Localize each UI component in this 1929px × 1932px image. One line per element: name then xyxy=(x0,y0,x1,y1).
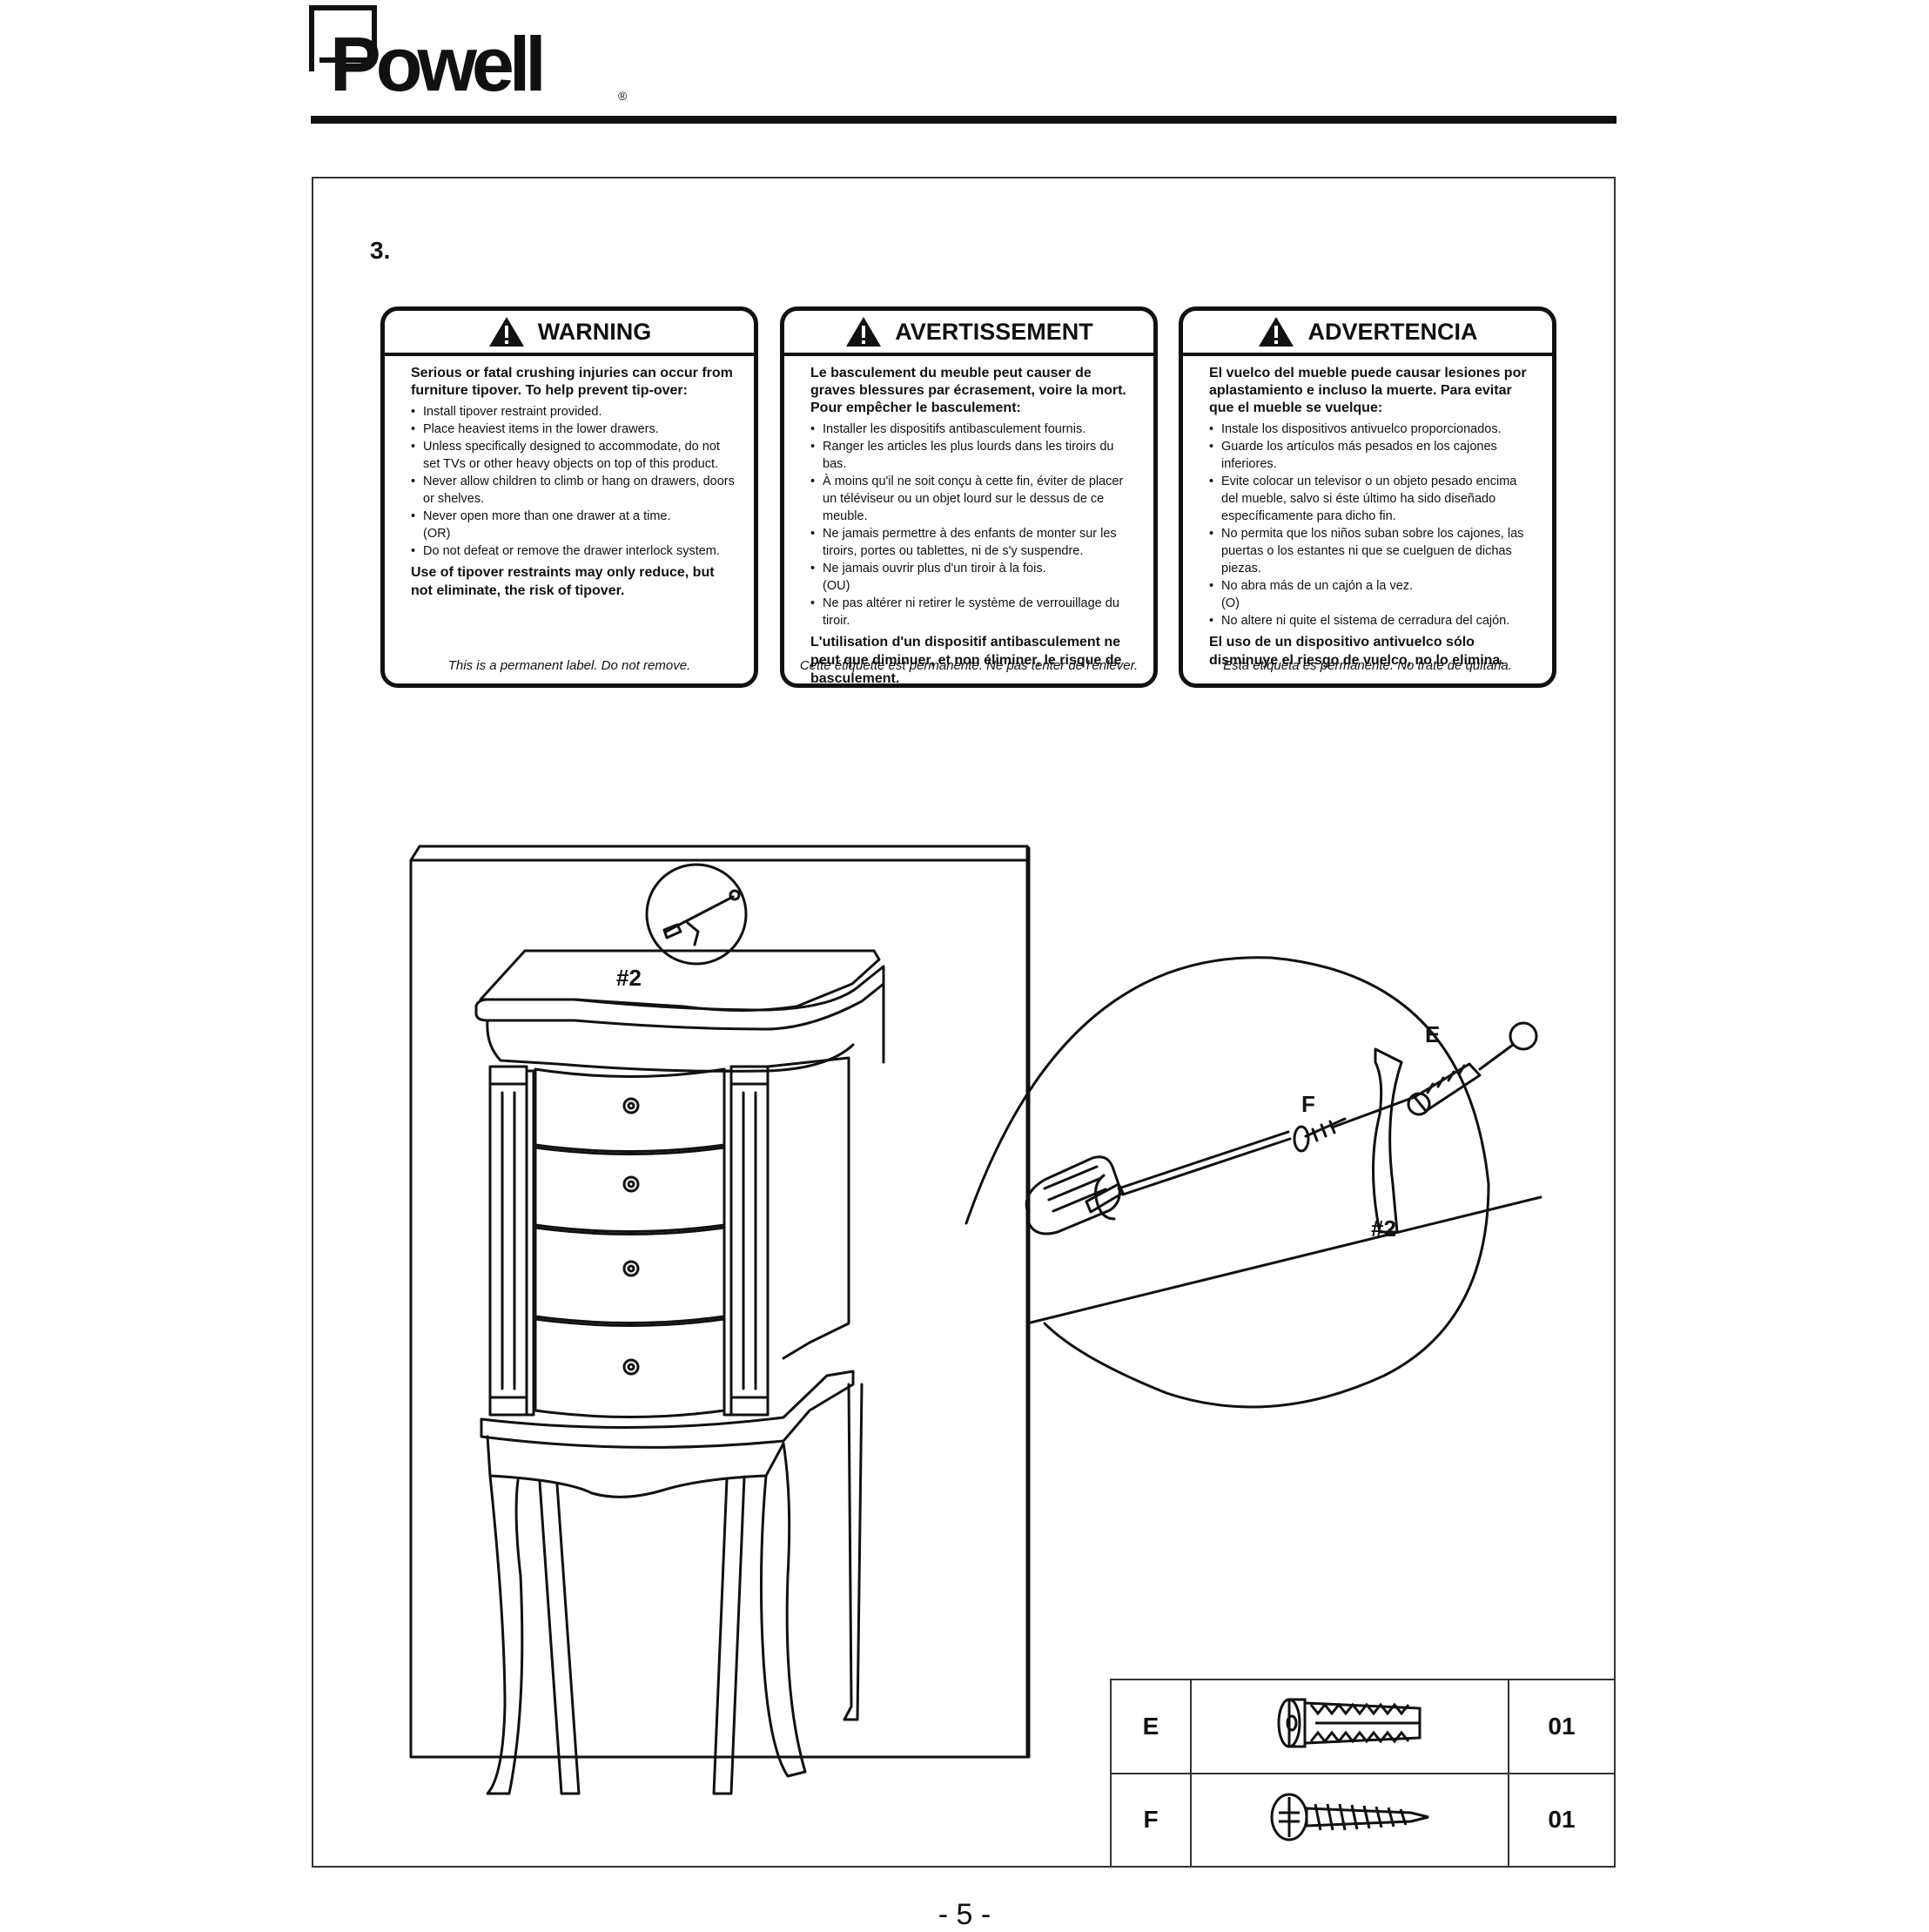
parts-table: E 01 F 01 xyxy=(1110,1679,1616,1868)
label-list-item: (OU) xyxy=(823,579,850,593)
warning-label: AVERTISSEMENT Le basculement du meuble pe… xyxy=(780,306,1158,688)
label-list: Instale los dispositivos antivuelco prop… xyxy=(1209,421,1533,629)
detail-view xyxy=(964,956,1543,1409)
label-lead: Le basculement du meuble peut causer de … xyxy=(810,366,1126,415)
label-list-item: Install tipover restraint provided. xyxy=(411,403,735,421)
label-title-bar: ADVERTENCIA xyxy=(1183,311,1552,356)
right-column xyxy=(723,1065,770,1417)
label-list-item: Unless specifically designed to accommod… xyxy=(411,438,735,473)
label-list-item: Ranger les articles les plus lourds dans… xyxy=(810,438,1134,473)
logo-mark-inner xyxy=(319,5,377,63)
label-list-item: Never open more than one drawer at a tim… xyxy=(411,508,735,525)
label-list-item: Evite colocar un televisor o un objeto p… xyxy=(1209,473,1533,525)
parts-row-f: F 01 xyxy=(1110,1772,1616,1868)
page-number: - 5 - xyxy=(938,1898,991,1931)
cabinet-side xyxy=(766,1056,850,1360)
label-list-item: No permita que los niños suban sobre los… xyxy=(1209,525,1533,577)
brand-name: Powell xyxy=(330,21,547,107)
label-list-item: Ne jamais ouvrir plus d'un tiroir à la f… xyxy=(810,560,1134,577)
label-list-item: No altere ni quite el sistema de cerradu… xyxy=(1209,612,1533,629)
left-column xyxy=(488,1065,535,1417)
warning-icon xyxy=(488,317,524,347)
wall-panel xyxy=(409,845,1031,1759)
label-tail: L'utilisation d'un dispositif antibascul… xyxy=(810,635,1122,686)
label-title: ADVERTENCIA xyxy=(1307,318,1478,345)
part-qty: 01 xyxy=(1508,1679,1616,1774)
parts-row-e: E 01 xyxy=(1110,1679,1616,1774)
label-title-bar: AVERTISSEMENT xyxy=(784,311,1153,356)
label-list-item: Do not defeat or remove the drawer inter… xyxy=(411,542,735,560)
part-letter: F xyxy=(1110,1772,1192,1868)
part-e-label: E xyxy=(1425,1021,1440,1047)
anchor-part-e xyxy=(1407,1021,1538,1116)
label-list-item: (OR) xyxy=(423,527,451,541)
label-title: AVERTISSEMENT xyxy=(895,318,1093,345)
logo-mark xyxy=(309,5,377,71)
label-lead: Serious or fatal crushing injuries can o… xyxy=(411,366,733,398)
label-list-item: No abra más de un cajón a la vez. xyxy=(1209,577,1533,595)
label-footer: Cette étiquette est permanente. Ne pas t… xyxy=(799,658,1139,673)
label-lead: El vuelco del mueble puede causar lesion… xyxy=(1209,366,1527,415)
step-number: 3. xyxy=(370,237,391,264)
cabinet-base xyxy=(480,1370,864,1795)
label-list-item: Ne jamais permettre à des enfants de mon… xyxy=(810,525,1134,560)
label-list-item: Instale los dispositivos antivuelco prop… xyxy=(1209,421,1533,438)
part-qty: 01 xyxy=(1508,1772,1616,1868)
warning-label: WARNING Serious or fatal crushing injurie… xyxy=(380,306,758,688)
instruction-frame xyxy=(312,177,1616,1868)
detail-part-label: #2 xyxy=(1371,1215,1396,1242)
label-tail: El uso de un dispositivo antivuelco sólo… xyxy=(1209,635,1504,668)
header-rule xyxy=(311,116,1616,124)
warning-icon xyxy=(846,317,882,347)
warning-label: ADVERTENCIA El vuelco del mueble puede ca… xyxy=(1179,306,1556,688)
label-footer: This is a permanent label. Do not remove… xyxy=(447,658,691,673)
label-tail: Use of tipover restraints may only reduc… xyxy=(411,565,715,598)
label-title: WARNING xyxy=(537,318,652,345)
label-title-bar: WARNING xyxy=(385,311,754,356)
label-list-item: (O) xyxy=(1221,596,1240,610)
screwdriver xyxy=(1025,1130,1292,1235)
label-list-item: Guarde los artículos más pesados en los … xyxy=(1209,438,1533,473)
registered-mark: ® xyxy=(618,89,628,103)
anchor-detail-circle xyxy=(645,863,748,966)
label-list-item: Installer les dispositifs antibasculemen… xyxy=(810,421,1134,438)
label-list: Installer les dispositifs antibasculemen… xyxy=(810,421,1134,629)
label-list-item: À moins qu'il ne soit conçu à cette fin,… xyxy=(810,473,1134,525)
warning-icon xyxy=(1259,317,1294,347)
cabinet-top xyxy=(474,949,885,1073)
label-list-item: Never allow children to climb or hang on… xyxy=(411,473,735,508)
wall-anchor-icon xyxy=(1190,1679,1509,1774)
label-list: Install tipover restraint provided.Place… xyxy=(411,403,735,560)
screw-icon xyxy=(1190,1772,1509,1868)
part-letter: E xyxy=(1110,1679,1192,1774)
drawers xyxy=(534,1067,726,1418)
screw-part-f xyxy=(1293,1095,1416,1153)
label-footer: Esta etiqueta es permanente. No trate de… xyxy=(1223,658,1512,673)
part-f-label: F xyxy=(1301,1091,1315,1117)
label-list-item: Ne pas altérer ni retirer le système de … xyxy=(810,595,1134,629)
label-list-item: Place heaviest items in the lower drawer… xyxy=(411,421,735,438)
assembly-illustration: #2 # xyxy=(409,845,1543,1795)
cabinet-part-label: #2 xyxy=(616,965,642,991)
brand-logo: Powell ® xyxy=(309,0,631,113)
